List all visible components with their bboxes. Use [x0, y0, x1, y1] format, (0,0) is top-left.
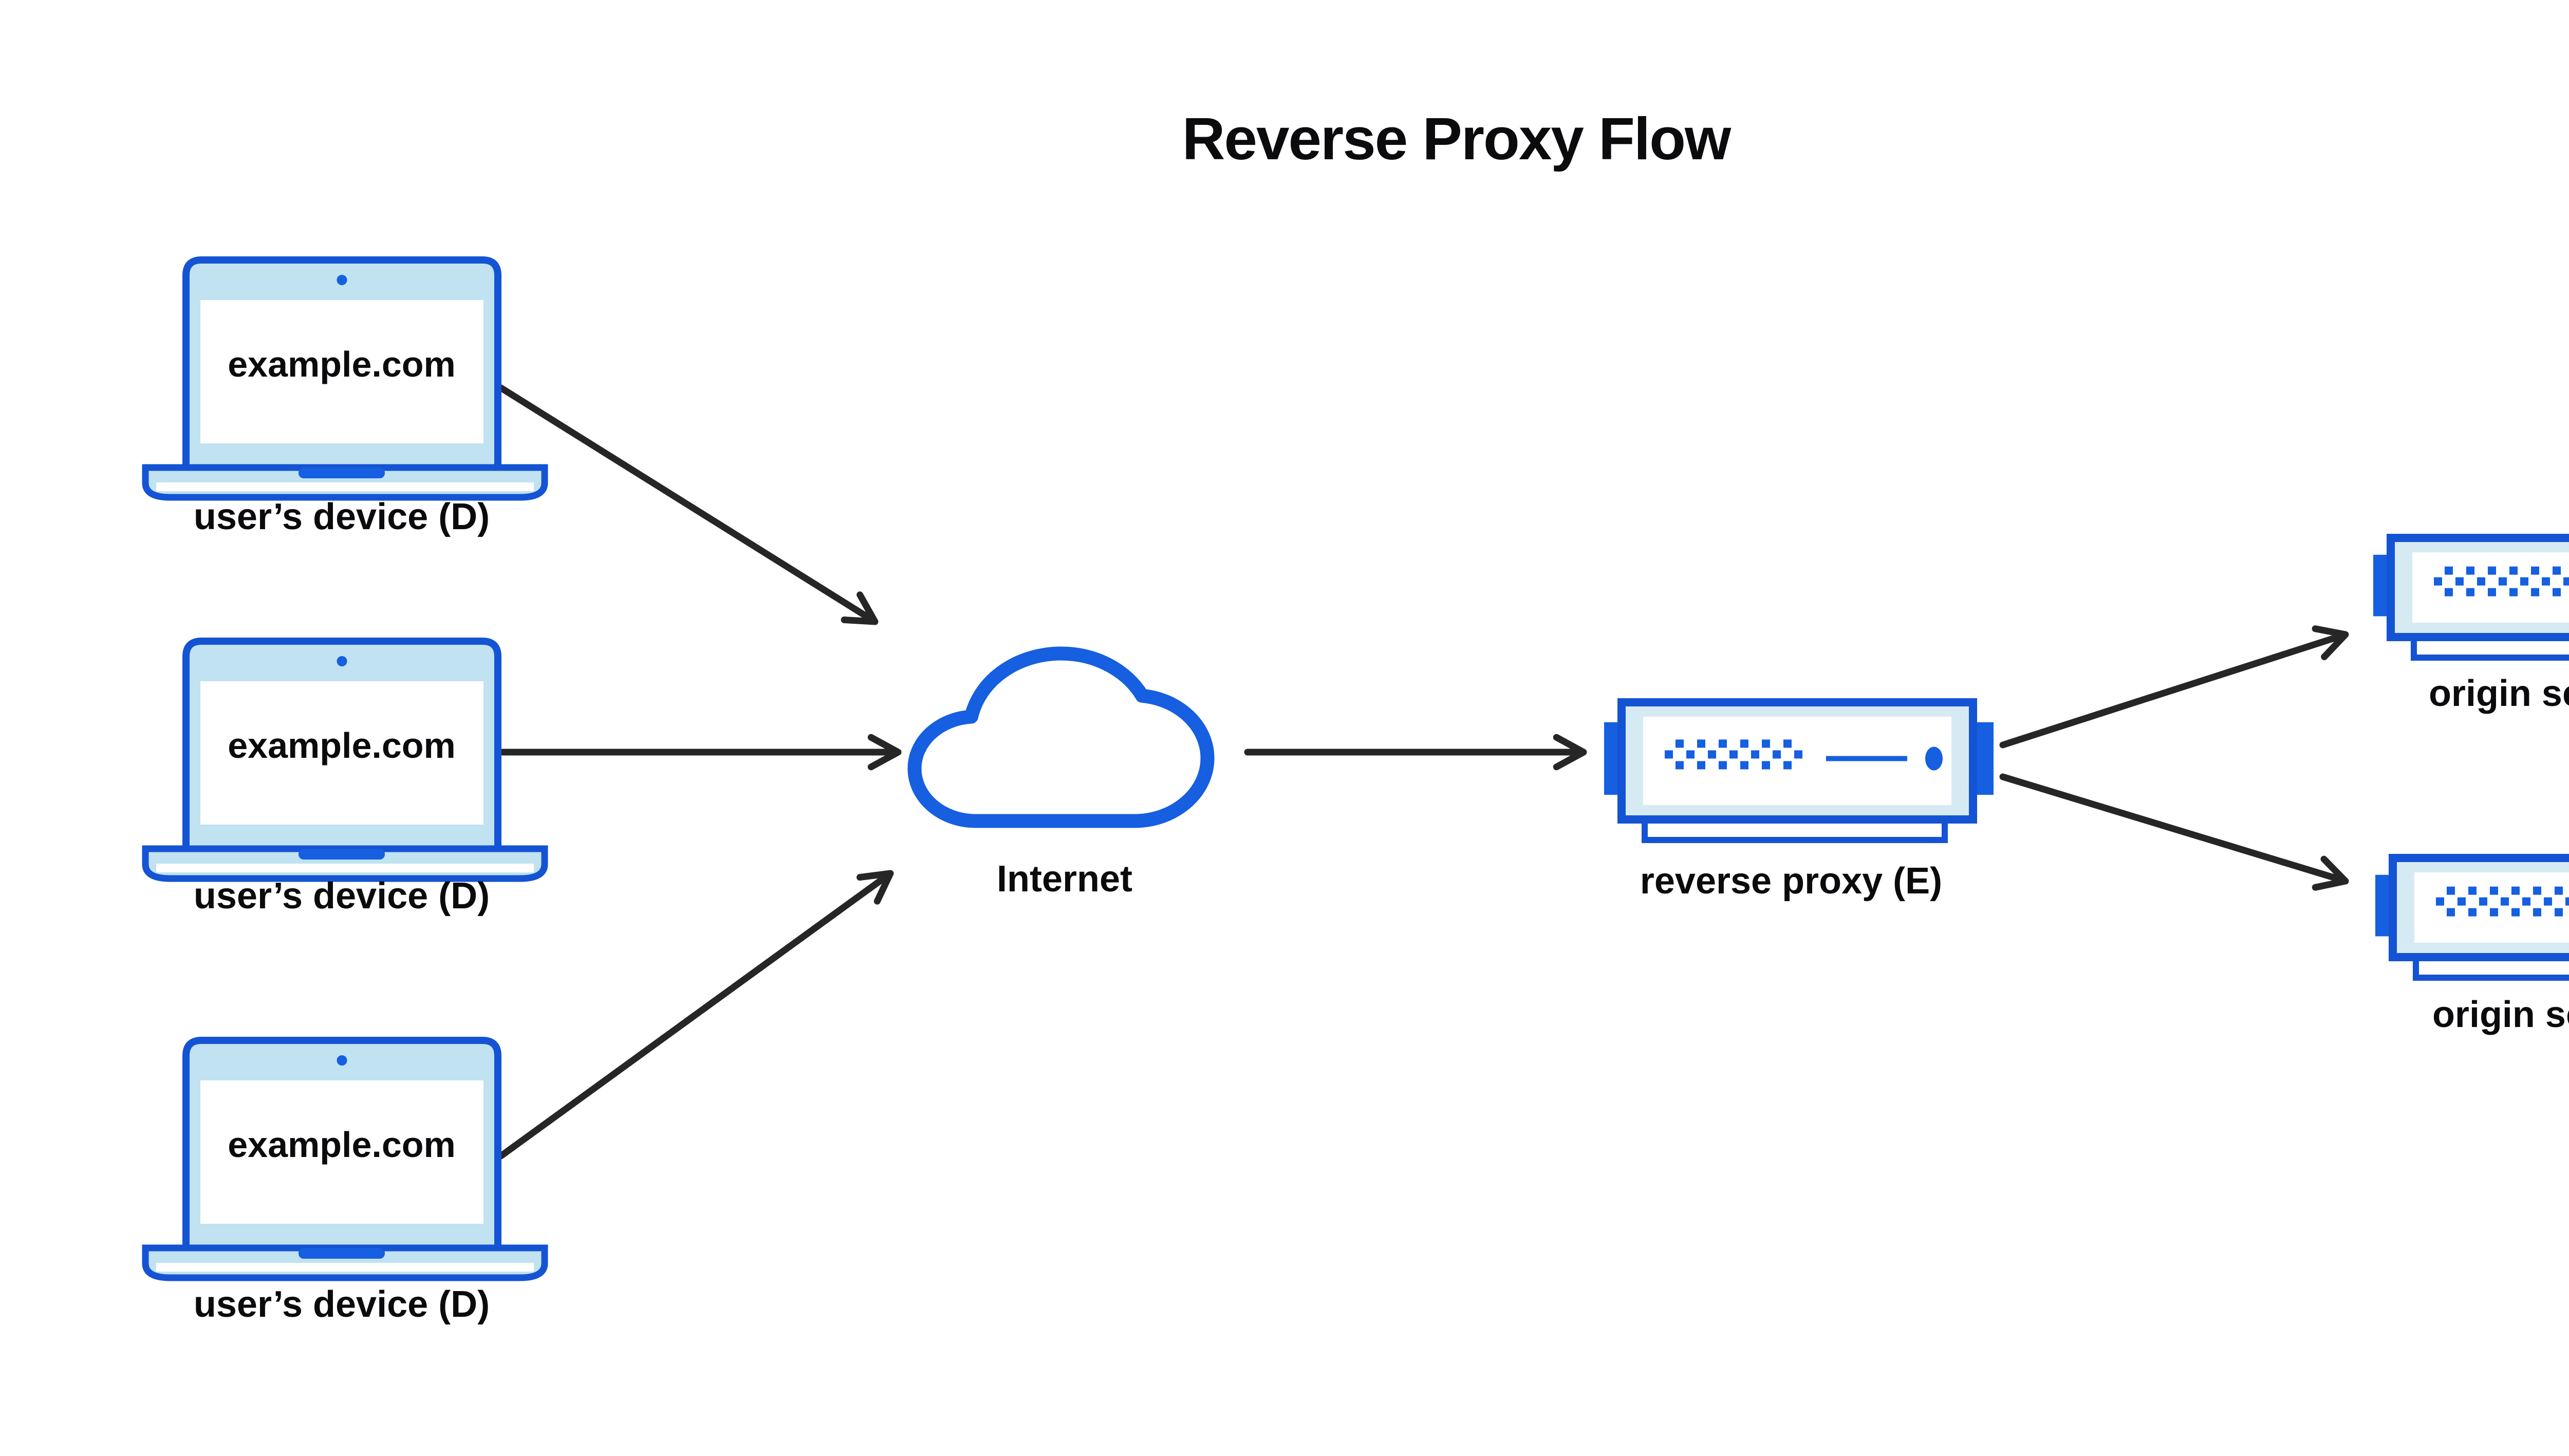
laptop-icon	[142, 256, 548, 501]
device-label: user’s device (D)	[194, 496, 490, 537]
device-screen-text: example.com	[228, 1125, 456, 1165]
cloud-icon	[915, 654, 1207, 821]
edge-device3-internet	[497, 870, 894, 1160]
page-title: Reverse Proxy Flow	[1182, 105, 1732, 172]
node-reverse-proxy: reverse proxy (E)	[1604, 698, 1994, 902]
node-origin-server-2: origin server (F)	[2375, 854, 2569, 1035]
origin-server-label: origin server (F)	[2429, 673, 2569, 714]
edge-device1-internet	[497, 384, 879, 625]
server-icon	[1604, 698, 1994, 843]
device-screen-text: example.com	[228, 725, 456, 766]
node-origin-server-1: origin server (F)	[2373, 534, 2569, 714]
laptop-icon	[142, 638, 548, 882]
edge-internet-proxy	[1244, 734, 1587, 771]
node-user-device-2: example.com user’s device (D)	[142, 638, 548, 917]
origin-server-label: origin server (F)	[2432, 994, 2569, 1035]
node-internet: Internet	[915, 654, 1207, 900]
server-icon	[2373, 534, 2569, 661]
node-user-device-3: example.com user’s device (D)	[142, 1037, 548, 1325]
device-label: user’s device (D)	[194, 1284, 490, 1325]
edge-proxy-origin1	[1999, 625, 2349, 749]
edge-proxy-origin2	[1999, 773, 2349, 891]
laptop-icon	[142, 1037, 548, 1281]
device-screen-text: example.com	[228, 344, 456, 384]
internet-label: Internet	[997, 858, 1132, 900]
edge-device2-internet	[499, 734, 902, 771]
device-label: user’s device (D)	[194, 875, 490, 917]
node-user-device-1: example.com user’s device (D)	[142, 256, 548, 537]
reverse-proxy-label: reverse proxy (E)	[1640, 861, 1942, 902]
server-icon	[2375, 854, 2569, 981]
